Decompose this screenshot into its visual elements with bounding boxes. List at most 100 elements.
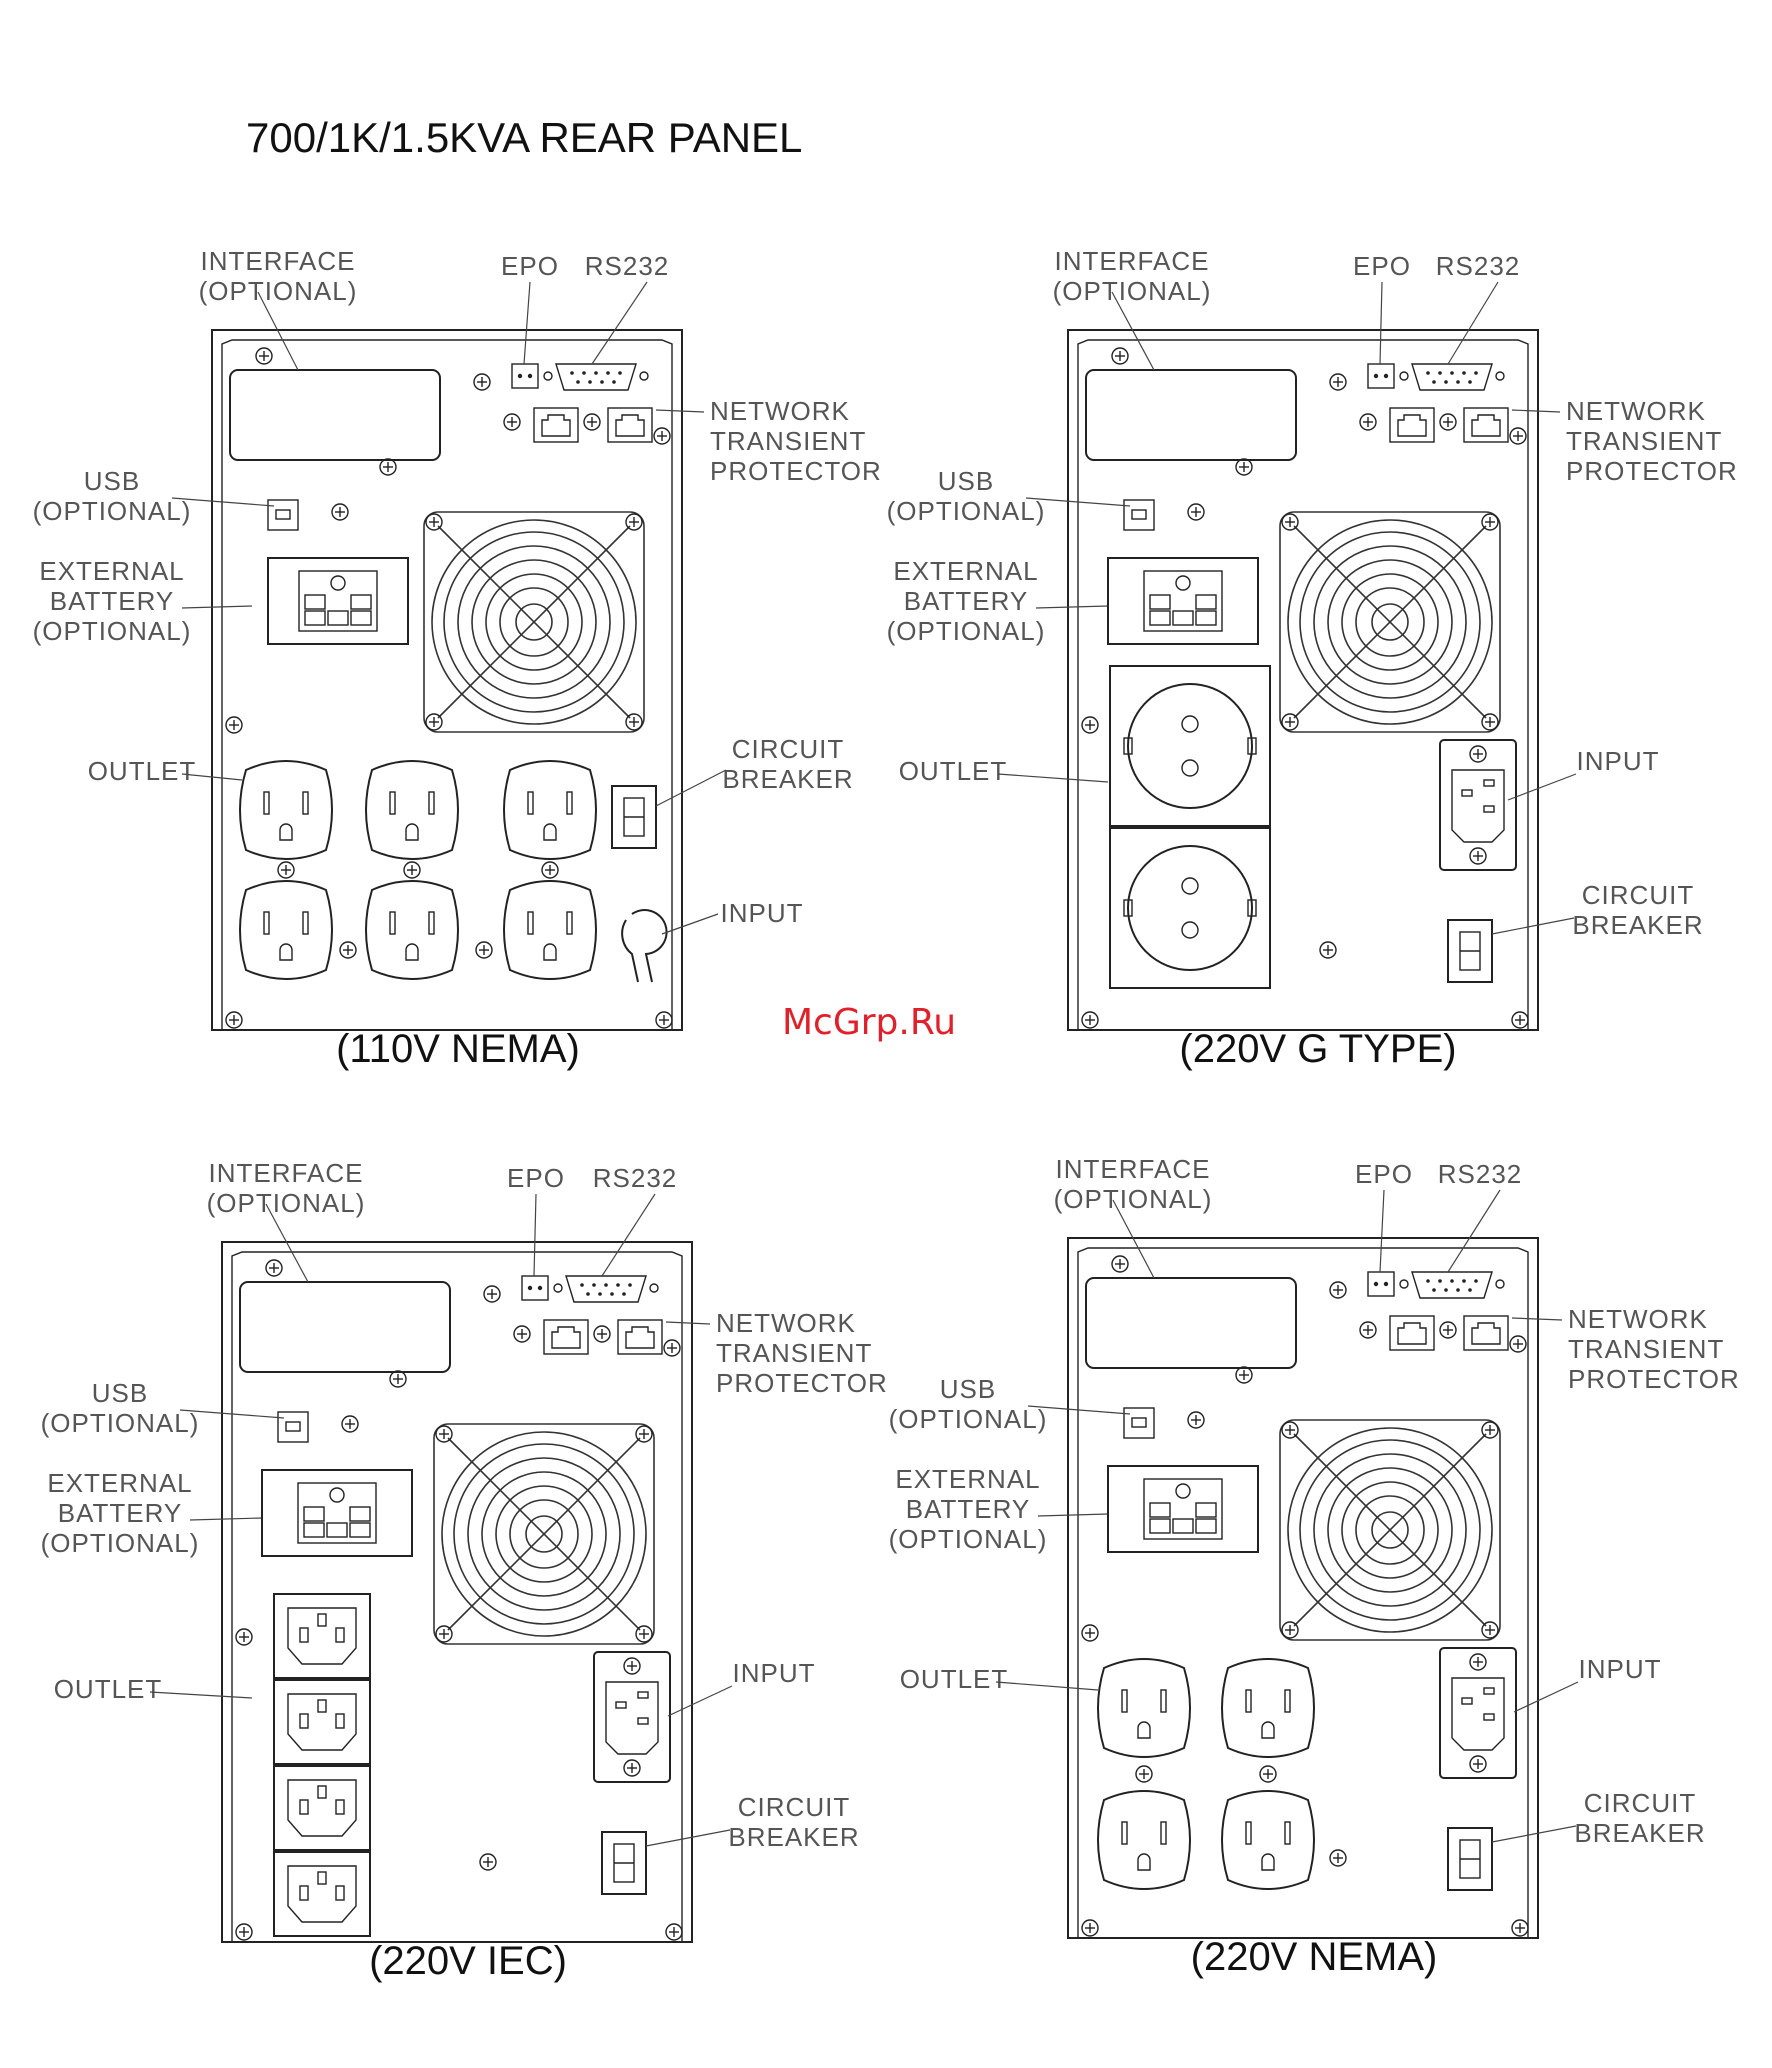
external-battery-label: EXTERNAL [893, 556, 1038, 586]
fan-icon [1279, 511, 1501, 733]
leader-line [1511, 1317, 1563, 1321]
screw-icon [1511, 1011, 1529, 1029]
screw-icon [265, 1259, 283, 1277]
input-label: INPUT [1577, 746, 1660, 776]
nema-outlet-icon [503, 760, 597, 860]
leader-line [1111, 291, 1155, 371]
screw-icon [1469, 745, 1487, 763]
network-protector-label: PROTECTOR [710, 456, 882, 486]
epo-port-icon [1367, 363, 1395, 389]
circuit-breaker-icon [601, 1831, 647, 1895]
screw-icon [1081, 716, 1099, 734]
screw-icon [1481, 513, 1499, 531]
screw-icon [623, 1759, 641, 1777]
screw-icon [653, 427, 671, 445]
network-protector-label: PROTECTOR [1568, 1364, 1740, 1394]
screw-icon [235, 1628, 253, 1646]
usb-label: USB [940, 1374, 996, 1404]
circuit-breaker-icon [1447, 919, 1493, 983]
epo-port-icon [521, 1275, 549, 1301]
screw-icon [1259, 1765, 1277, 1783]
interface-label: (OPTIONAL) [207, 1188, 366, 1218]
leader-line [1027, 1405, 1131, 1415]
screw-icon [225, 1011, 243, 1029]
rs232-port-icon [543, 363, 649, 391]
screw-icon [1359, 413, 1377, 431]
network-protector-label: PROTECTOR [1566, 456, 1738, 486]
leader-line [1511, 409, 1561, 413]
ups-case [211, 329, 683, 1031]
screw-icon [1481, 1421, 1499, 1439]
battery-connector-icon [1107, 557, 1259, 645]
fan-icon [423, 511, 645, 733]
ups-case [1067, 329, 1539, 1031]
usb-port-icon [267, 499, 299, 531]
screw-icon [425, 713, 443, 731]
screw-icon [1439, 1321, 1457, 1339]
screw-icon [1081, 1624, 1099, 1642]
usb-label: USB [84, 466, 140, 496]
circuit-breaker-label: BREAKER [1574, 1818, 1705, 1848]
leader-line [1491, 917, 1575, 935]
nema-outlet-icon [239, 880, 333, 980]
screw-icon [339, 941, 357, 959]
usb-label: (OPTIONAL) [33, 496, 192, 526]
screw-icon [1281, 1621, 1299, 1639]
network-protector-label: TRANSIENT [1568, 1334, 1724, 1364]
input-label: INPUT [721, 898, 804, 928]
rj45-port-icon [1463, 407, 1509, 443]
rj45-port-icon [607, 407, 653, 443]
screw-icon [1469, 1653, 1487, 1671]
fan-icon [1279, 1419, 1501, 1641]
epo-label: EPO [1353, 251, 1411, 281]
external-battery-label: (OPTIONAL) [33, 616, 192, 646]
watermark: McGrp.Ru [782, 1002, 956, 1043]
external-battery-label: EXTERNAL [895, 1464, 1040, 1494]
usb-port-icon [1123, 499, 1155, 531]
schuko-outlet-icon [1109, 827, 1271, 989]
external-battery-label: (OPTIONAL) [887, 616, 1046, 646]
battery-connector-icon [261, 1469, 413, 1557]
circuit-breaker-label: CIRCUIT [1582, 880, 1694, 910]
rs232-port-icon [553, 1275, 659, 1303]
iec-outlet-icon [273, 1765, 371, 1851]
leader-line [265, 1203, 309, 1283]
screw-icon [1329, 373, 1347, 391]
leader-line [997, 773, 1109, 783]
epo-port-icon [1367, 1271, 1395, 1297]
leader-line [181, 773, 243, 781]
outlet-label: OUTLET [54, 1674, 163, 1704]
rj45-port-icon [1389, 1315, 1435, 1351]
screw-icon [1509, 1335, 1527, 1353]
usb-label: (OPTIONAL) [889, 1404, 1048, 1434]
interface-slot [1085, 369, 1297, 461]
panel-caption: (110V NEMA) [336, 1027, 580, 1071]
leader-line [1025, 497, 1131, 507]
nema-outlet-icon [1097, 1658, 1191, 1758]
leader-line [1447, 281, 1499, 365]
input-label: INPUT [1579, 1654, 1662, 1684]
screw-icon [1281, 513, 1299, 531]
rj45-port-icon [543, 1319, 589, 1355]
screw-icon [1469, 847, 1487, 865]
epo-port-icon [511, 363, 539, 389]
screw-icon [483, 1285, 501, 1303]
leader-line [179, 1409, 285, 1419]
circuit-breaker-icon [1447, 1827, 1493, 1891]
screw-icon [475, 941, 493, 959]
nema-outlet-icon [1221, 1790, 1315, 1890]
leader-line [1447, 1189, 1501, 1273]
leader-line [189, 1517, 263, 1521]
rj45-port-icon [533, 407, 579, 443]
screw-icon [1509, 427, 1527, 445]
network-protector-label: NETWORK [716, 1308, 856, 1338]
leader-line [1379, 281, 1383, 365]
circuit-breaker-label: CIRCUIT [1584, 1788, 1696, 1818]
screw-icon [1329, 1849, 1347, 1867]
screw-icon [403, 861, 421, 879]
usb-port-icon [1123, 1407, 1155, 1439]
interface-label: INTERFACE [1056, 1154, 1211, 1184]
leader-line [257, 291, 299, 371]
